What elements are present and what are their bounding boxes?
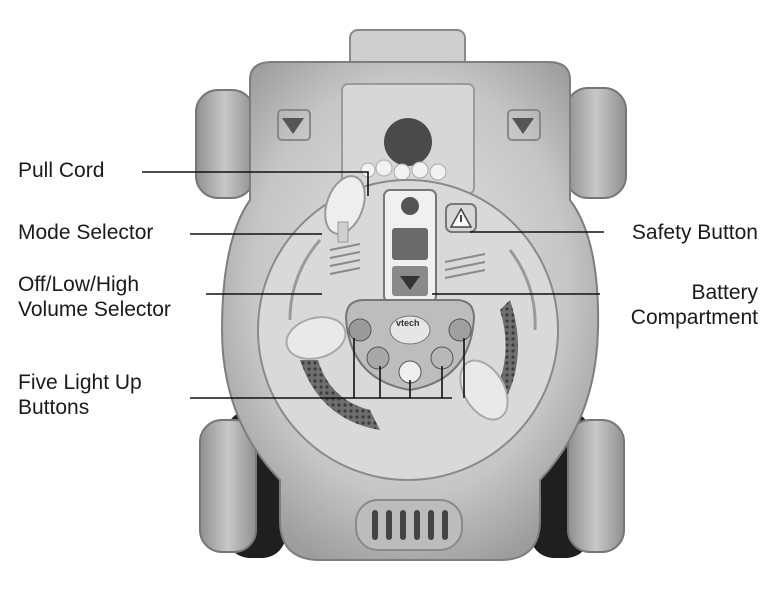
grass-tuft-right (459, 359, 509, 421)
light-up-button-5[interactable] (448, 318, 472, 342)
rear-right-wheel (565, 87, 627, 199)
label-mode-selector: Mode Selector (18, 221, 154, 244)
label-battery-compartment: Battery Compartment (630, 281, 758, 329)
front-grille (355, 499, 463, 551)
light-up-button-4[interactable] (430, 346, 454, 370)
label-pull-cord: Pull Cord (18, 159, 105, 182)
label-volume-selector: Off/Low/High Volume Selector (18, 273, 171, 321)
light-up-button-3[interactable] (398, 360, 422, 384)
safety-button[interactable] (445, 203, 477, 233)
grass-tuft-left (285, 316, 347, 360)
vtech-logo: vtech (396, 318, 420, 328)
label-five-light-up-buttons: Five Light Up Buttons (18, 371, 142, 419)
leader-lines (142, 171, 604, 399)
control-column (383, 189, 437, 303)
engine-window (341, 83, 475, 195)
speaker-grille-right (444, 253, 486, 279)
label-safety-button: Safety Button (631, 221, 758, 244)
light-up-button-2[interactable] (366, 346, 390, 370)
leader-pull-cord (142, 171, 369, 196)
light-up-button-1[interactable] (348, 318, 372, 342)
speaker-grille-left (329, 243, 361, 275)
rear-left-wheel (195, 89, 255, 199)
pull-cord-handle[interactable] (318, 171, 372, 243)
